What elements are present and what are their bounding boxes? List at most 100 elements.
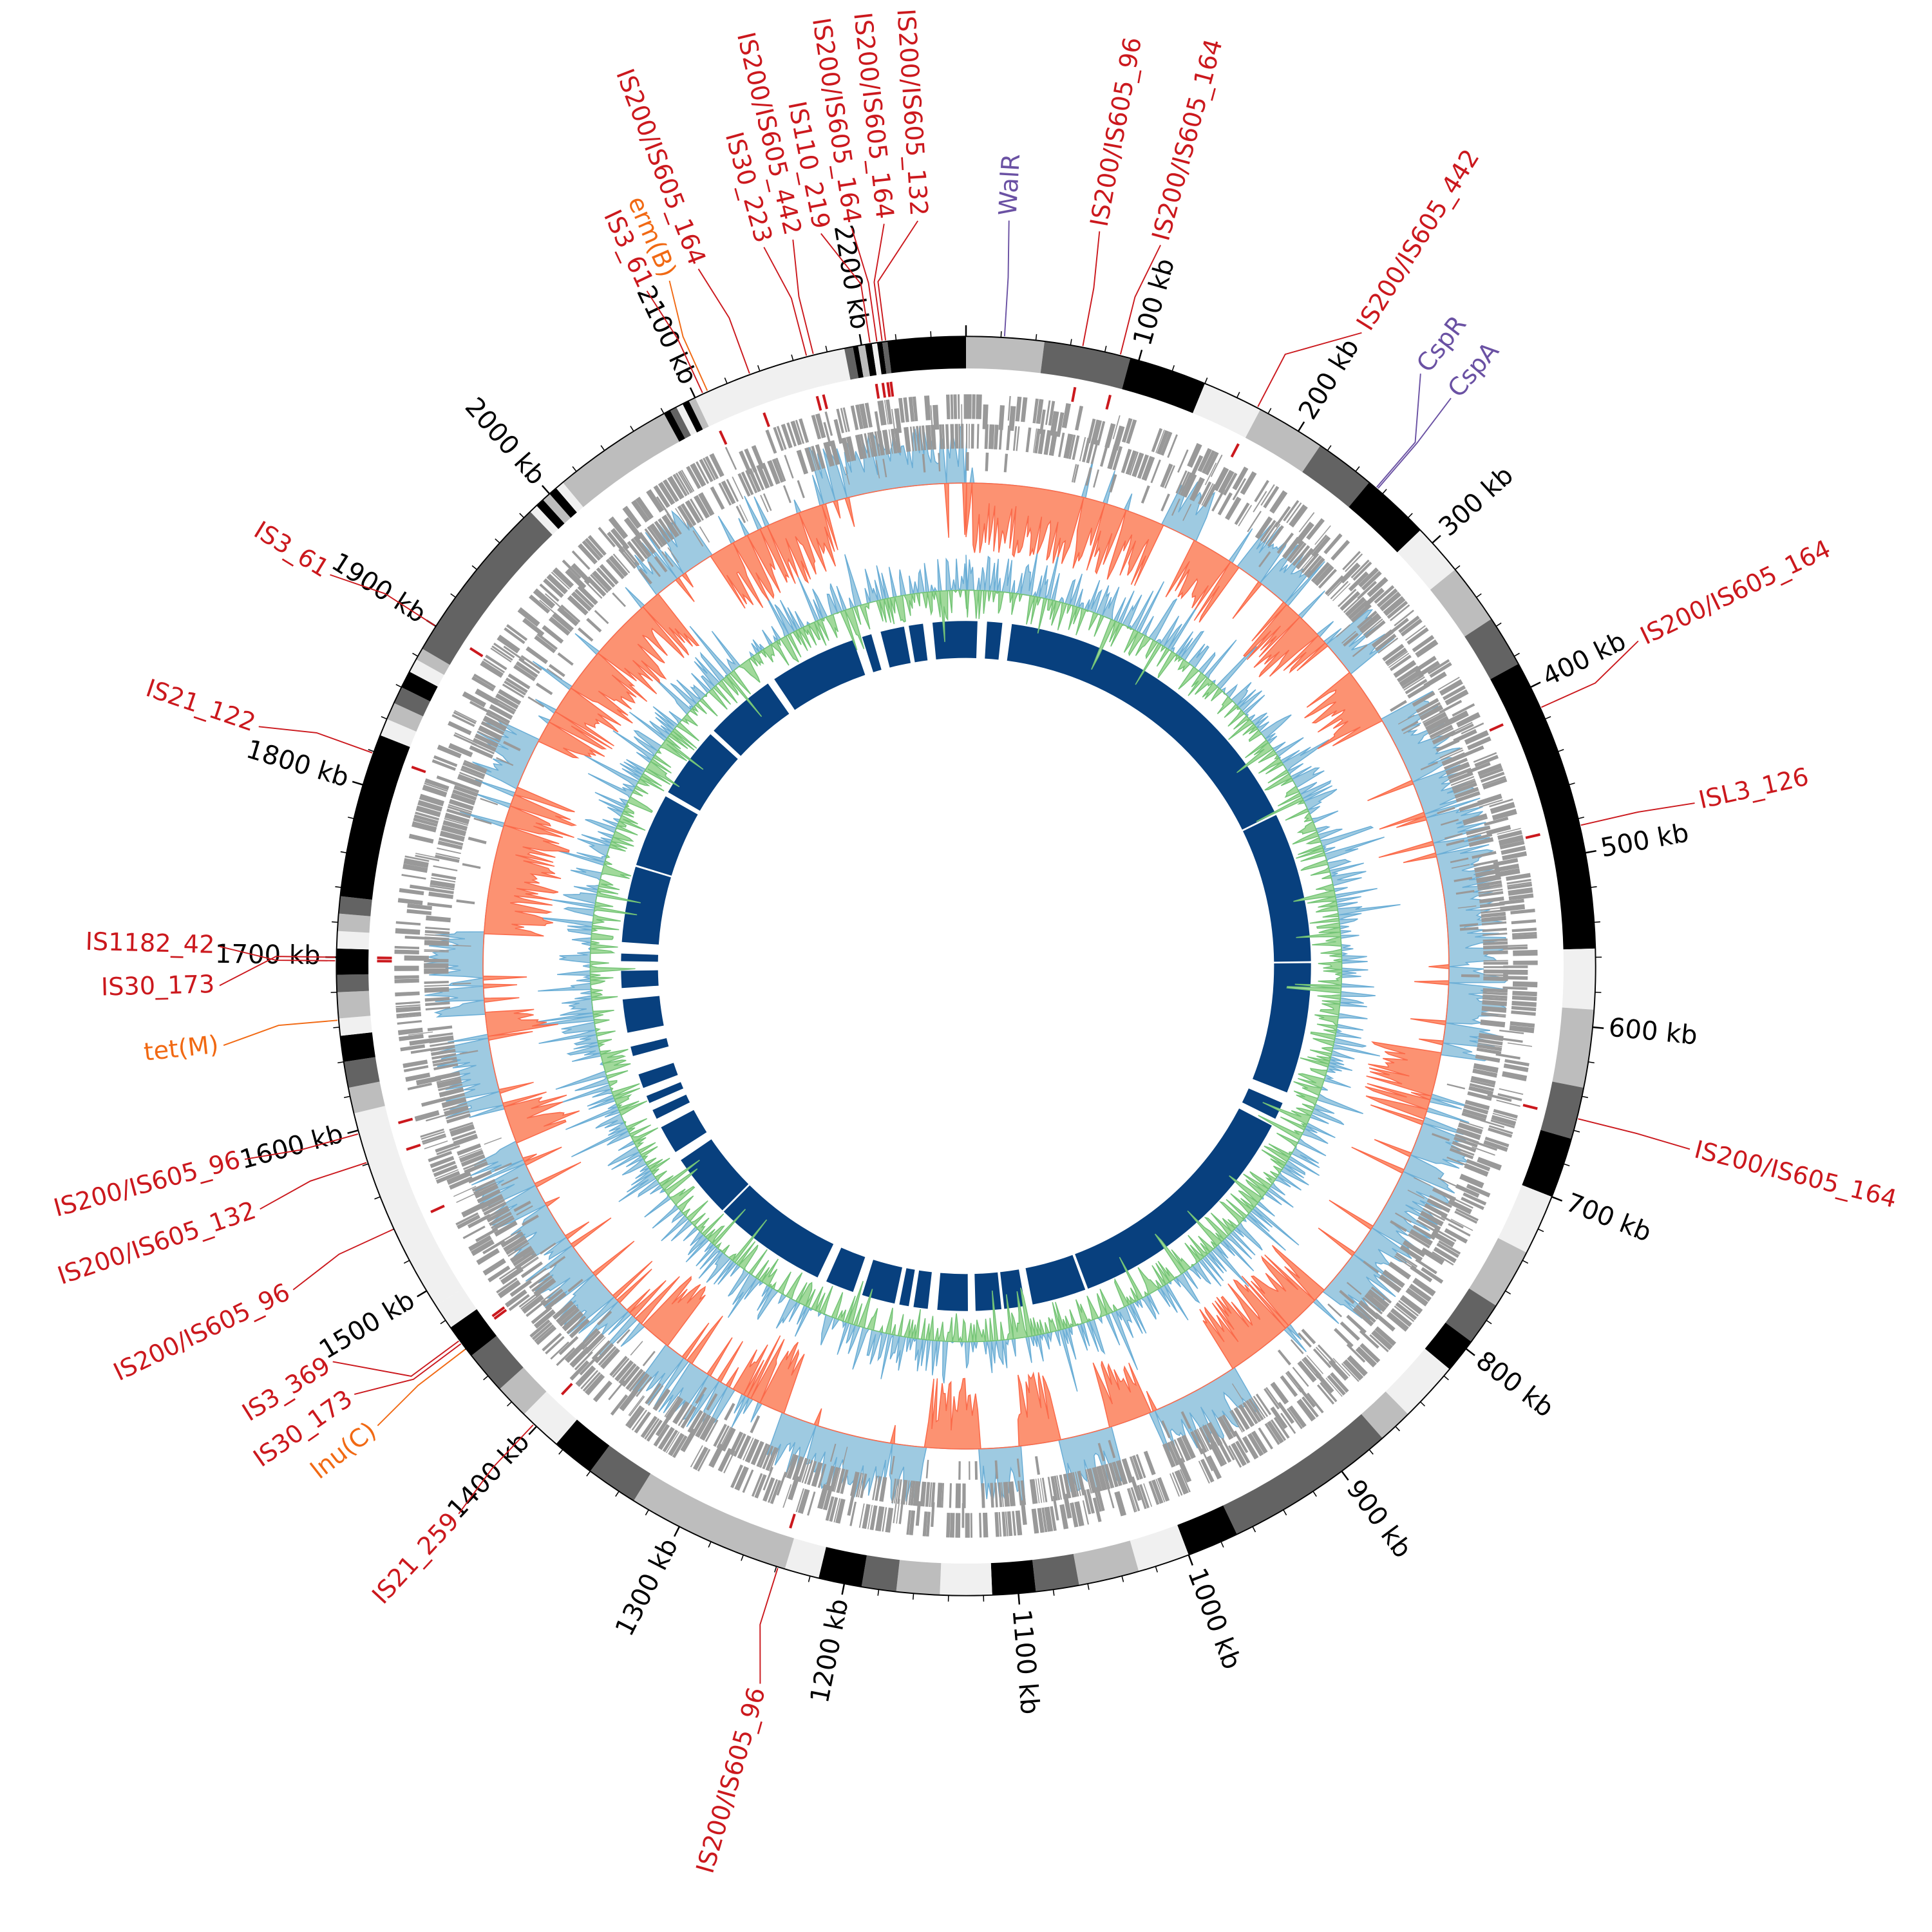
scale-tick-label: 1800 kb	[243, 734, 352, 793]
gene-mark	[1503, 1063, 1529, 1072]
gene-mark	[922, 453, 926, 473]
gene-mark	[1003, 453, 1009, 473]
minor-tick	[660, 408, 665, 414]
gene-mark	[1251, 1430, 1268, 1454]
gene-mark	[811, 1462, 823, 1487]
gene-mark	[1441, 752, 1466, 766]
gene-mark	[1016, 426, 1020, 451]
ideogram-band	[337, 913, 371, 933]
gene-mark	[1456, 712, 1481, 728]
gene-mark	[858, 1473, 864, 1498]
gene-mark	[784, 455, 794, 479]
gene-mark	[612, 1358, 630, 1378]
gene-mark	[1493, 1109, 1518, 1119]
gene-mark	[1457, 1122, 1483, 1135]
gene-mark	[1175, 470, 1188, 494]
inner-ring-segment	[862, 634, 882, 672]
gene-mark	[1052, 1495, 1059, 1521]
gene-mark	[402, 1059, 428, 1068]
gene-mark	[488, 1265, 511, 1283]
ideogram-band	[401, 671, 438, 702]
ideogram-band	[386, 703, 423, 732]
is-element-label: IS200/IS605_442	[1351, 144, 1486, 336]
gene-mark	[400, 1044, 426, 1052]
gene-mark	[1477, 1043, 1502, 1052]
gene-mark	[444, 812, 470, 825]
gene-mark	[1206, 1421, 1223, 1446]
gene-mark	[509, 1279, 532, 1297]
feature-leader-line	[697, 269, 750, 374]
gene-mark	[468, 1235, 492, 1252]
gene-mark	[1343, 632, 1359, 647]
gene-mark	[1503, 965, 1528, 969]
gene-mark	[558, 1307, 580, 1327]
gene-mark	[1470, 1079, 1495, 1088]
major-tick	[352, 781, 364, 786]
gene-mark	[961, 1503, 965, 1528]
gene-mark	[1297, 1360, 1317, 1383]
gene-mark	[1325, 575, 1345, 596]
gene-mark	[551, 571, 570, 590]
gene-mark	[950, 424, 954, 449]
gene-mark	[586, 576, 607, 597]
inner-ring-segment	[621, 953, 658, 962]
gene-mark	[1274, 506, 1291, 528]
minor-tick	[343, 1095, 350, 1099]
gene-mark	[931, 1502, 935, 1527]
minor-tick	[1368, 1449, 1374, 1455]
gene-mark	[412, 820, 437, 833]
gene-mark	[539, 600, 559, 617]
gene-mark	[1342, 1359, 1364, 1381]
gene-mark	[658, 1426, 675, 1450]
gene-mark	[981, 1483, 985, 1508]
gene-mark	[473, 1182, 497, 1195]
gene-mark	[1457, 905, 1477, 909]
gene-mark	[457, 1143, 482, 1156]
gene-mark	[1454, 1210, 1478, 1224]
ideogram-band	[887, 336, 966, 374]
ideogram-band	[1425, 1322, 1472, 1370]
gene-mark	[550, 1341, 569, 1360]
minor-tick	[741, 1555, 744, 1561]
gene-mark	[406, 909, 432, 916]
gene-mark	[672, 1435, 688, 1459]
ideogram-band	[819, 1547, 867, 1587]
gene-mark	[1473, 859, 1499, 867]
gene-mark	[409, 1037, 435, 1046]
gene-mark	[394, 965, 419, 971]
ideogram-band	[337, 990, 371, 1019]
gene-mark	[485, 1205, 509, 1219]
minor-tick	[757, 365, 761, 372]
is-element-mark	[815, 395, 822, 411]
ideogram-band	[858, 345, 871, 377]
minor-tick	[1155, 1566, 1158, 1573]
gene-mark	[494, 1220, 518, 1237]
minor-tick	[1476, 593, 1482, 598]
gene-mark	[395, 991, 420, 997]
feature-leader-line	[1376, 374, 1421, 488]
scale-tick-label: 600 kb	[1607, 1013, 1699, 1051]
gene-mark	[1482, 938, 1508, 942]
gene-mark	[663, 479, 679, 502]
gene-mark	[448, 804, 473, 813]
gene-mark	[1472, 1068, 1498, 1078]
gene-mark	[1470, 1075, 1496, 1086]
scale-tick-label: 2200 kb	[828, 223, 875, 332]
gene-mark	[608, 516, 629, 540]
gene-mark	[395, 1001, 421, 1005]
ideogram-band	[340, 1032, 375, 1062]
gene-mark	[516, 1205, 533, 1216]
gene-mark	[750, 1441, 764, 1466]
gene-mark	[925, 1459, 929, 1479]
feature-leader-line	[820, 233, 871, 343]
gene-mark	[518, 1257, 539, 1273]
gene-mark	[1511, 927, 1537, 933]
gene-mark	[1474, 755, 1499, 768]
gene-mark	[1451, 778, 1475, 788]
gene-mark	[955, 1513, 961, 1538]
major-tick	[347, 1130, 359, 1134]
gene-mark	[1115, 1459, 1128, 1485]
gene-mark	[415, 811, 440, 820]
inner-ring-segment	[966, 621, 978, 658]
gene-mark	[1006, 425, 1011, 451]
